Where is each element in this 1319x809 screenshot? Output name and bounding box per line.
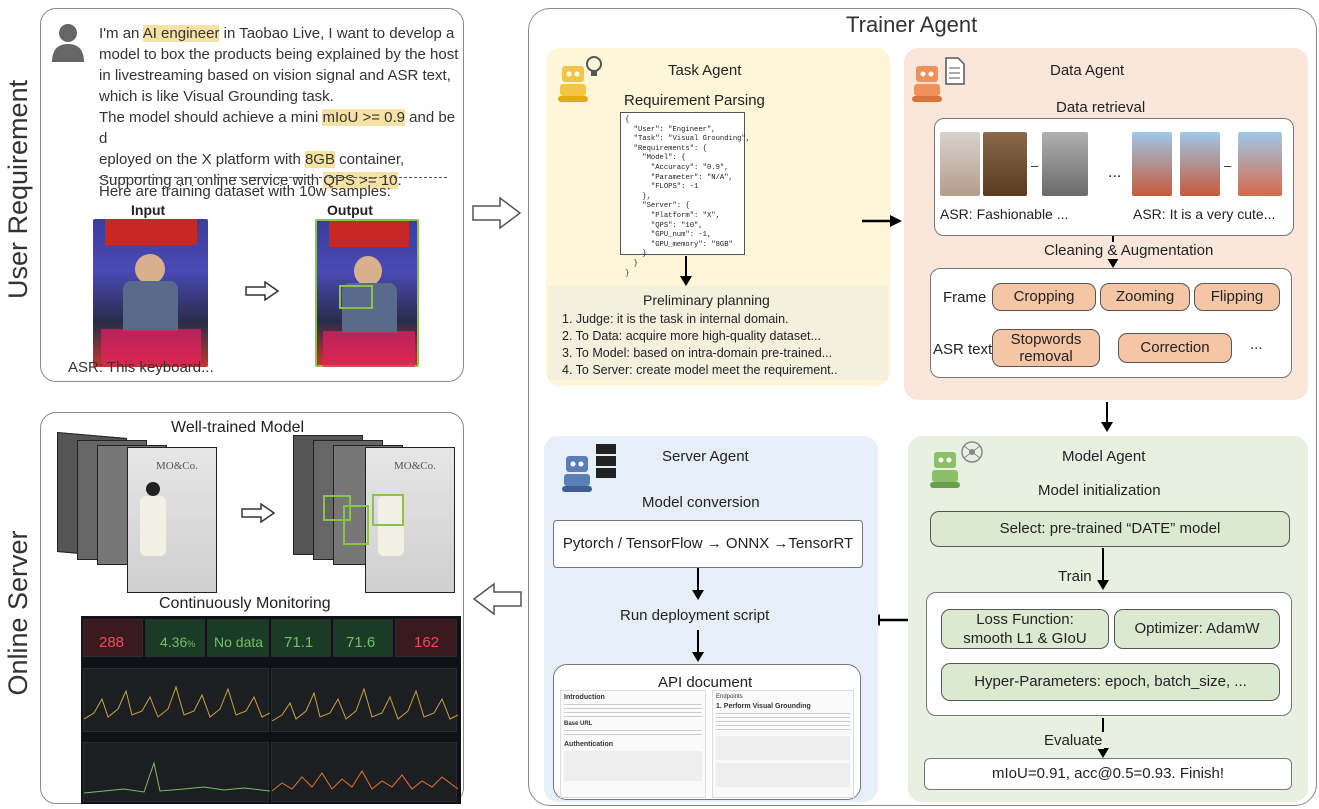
ellipsis-text: –: [1031, 158, 1039, 173]
monitor-title: Continuously Monitoring: [159, 595, 331, 612]
right-arrow-icon: [241, 502, 276, 528]
line-graph: [271, 742, 459, 802]
api-doc-right: Endpoints 1. Perform Visual Grounding: [712, 690, 854, 798]
right-arrow-icon: [862, 213, 902, 234]
robot-icon: [560, 440, 622, 505]
stat-value: 4.36%: [160, 634, 196, 650]
line-graph: [271, 668, 459, 732]
user-avatar-icon: [50, 22, 86, 62]
optimizer: Optimizer: AdamW: [1114, 609, 1280, 649]
data-agent-title: Data Agent: [1050, 62, 1125, 79]
planning-title: Preliminary planning: [643, 292, 770, 308]
bounding-box: [343, 505, 369, 545]
input-image: [93, 219, 208, 367]
ellipsis-text: –: [1224, 158, 1232, 173]
down-arrow-icon: [680, 256, 692, 286]
line-graph: [83, 668, 271, 732]
op-flipping: Flipping: [1194, 283, 1280, 311]
down-arrow-icon: [1097, 548, 1109, 590]
requirement-text: I'm an AI engineer in Taobao Live, I wan…: [99, 25, 459, 189]
frame-label: Frame: [943, 289, 987, 306]
stat-value: No data: [214, 634, 264, 650]
asr-label: ASR text: [933, 341, 993, 358]
robot-icon: [928, 438, 984, 495]
select-model: Select: pre-trained “DATE” model: [930, 511, 1290, 547]
evaluate-title: Evaluate: [1042, 732, 1105, 749]
task-agent-title: Task Agent: [668, 62, 742, 79]
conversion-title: Model conversion: [642, 494, 760, 511]
op-stopwords: Stopwords removal: [992, 329, 1100, 367]
deploy-title: Run deployment script: [620, 607, 770, 624]
retrieved-image: [1180, 132, 1220, 196]
requirement-json: { "User": "Engineer", "Task": "Visual Gr…: [620, 112, 750, 278]
retrieved-image: [1132, 132, 1172, 196]
hyper-parameters: Hyper-Parameters: epoch, batch_size, ...: [941, 663, 1280, 701]
parsing-title: Requirement Parsing: [624, 92, 765, 109]
result-box: mIoU=0.91, acc@0.5=0.93. Finish!: [924, 758, 1292, 790]
retrieved-image: [1042, 132, 1088, 196]
monitoring-dashboard: 288 4.36% No data 71.1 71.6 162: [81, 616, 461, 804]
retrieval-title: Data retrieval: [1056, 99, 1146, 116]
online-server-panel: Well-trained Model MO&Co. MO&Co. Continu…: [40, 412, 464, 804]
stat-value: 288: [99, 634, 125, 651]
video-frames-boxed: MO&Co.: [293, 435, 455, 595]
right-arrow-icon: [472, 196, 522, 235]
retrieved-image: [940, 132, 980, 196]
online-server-label: Online Server: [3, 530, 33, 696]
down-arrow-icon: [1101, 402, 1113, 432]
output-label: Output: [327, 202, 373, 218]
api-title: API document: [658, 674, 753, 691]
retrieved-image: [983, 132, 1027, 196]
robot-icon: [552, 52, 604, 109]
asr-sample-2: ASR: It is a very cute...: [1133, 206, 1276, 222]
trainer-title: Trainer Agent: [846, 12, 978, 37]
asr-sample-1: ASR: Fashionable ...: [940, 206, 1069, 222]
train-title: Train: [1056, 568, 1094, 585]
cleaning-title: Cleaning & Augmentation: [1042, 242, 1216, 259]
model-agent-title: Model Agent: [1062, 448, 1146, 465]
asr-text: ASR: This keyboard...: [68, 359, 214, 376]
dataset-line: Here are training dataset with 10w sampl…: [99, 183, 391, 200]
down-arrow-icon: [692, 568, 704, 600]
op-zooming: Zooming: [1100, 283, 1190, 311]
line-graph: [83, 742, 271, 802]
retrieved-image: [1238, 132, 1282, 196]
stat-value: 71.6: [346, 634, 376, 651]
model-title: Well-trained Model: [171, 419, 305, 436]
user-requirement-label: User Requirement: [3, 79, 33, 299]
api-doc-left: Introduction Base URL Authentication: [560, 690, 706, 798]
loss-function: Loss Function: smooth L1 & GIoU: [941, 609, 1109, 649]
stat-value: 71.1: [284, 634, 314, 651]
user-requirement-panel: I'm an AI engineer in Taobao Live, I wan…: [40, 8, 464, 382]
init-title: Model initialization: [1038, 482, 1161, 499]
bounding-box: [323, 495, 351, 521]
stat-value: 162: [414, 634, 440, 651]
plan-list: 1. Judge: it is the task in internal dom…: [562, 312, 838, 377]
bounding-box: [372, 494, 404, 526]
video-frames: MO&Co.: [57, 431, 217, 595]
right-arrow-icon: [245, 280, 280, 306]
down-arrow-icon: [692, 630, 704, 662]
output-image: [315, 219, 419, 367]
bounding-box: [339, 285, 373, 309]
planning-box: [548, 286, 888, 380]
robot-icon: [904, 52, 966, 113]
conversion-pipeline: Pytorch / TensorFlow → ONNX →TensorRT: [553, 520, 863, 568]
more-ops: ...: [1250, 336, 1263, 353]
left-arrow-icon: [472, 582, 522, 621]
divider: [99, 177, 447, 178]
server-agent-title: Server Agent: [662, 448, 749, 465]
op-correction: Correction: [1118, 333, 1232, 363]
op-cropping: Cropping: [992, 283, 1096, 311]
ellipsis-text: ...: [1108, 164, 1122, 181]
input-label: Input: [131, 202, 166, 218]
